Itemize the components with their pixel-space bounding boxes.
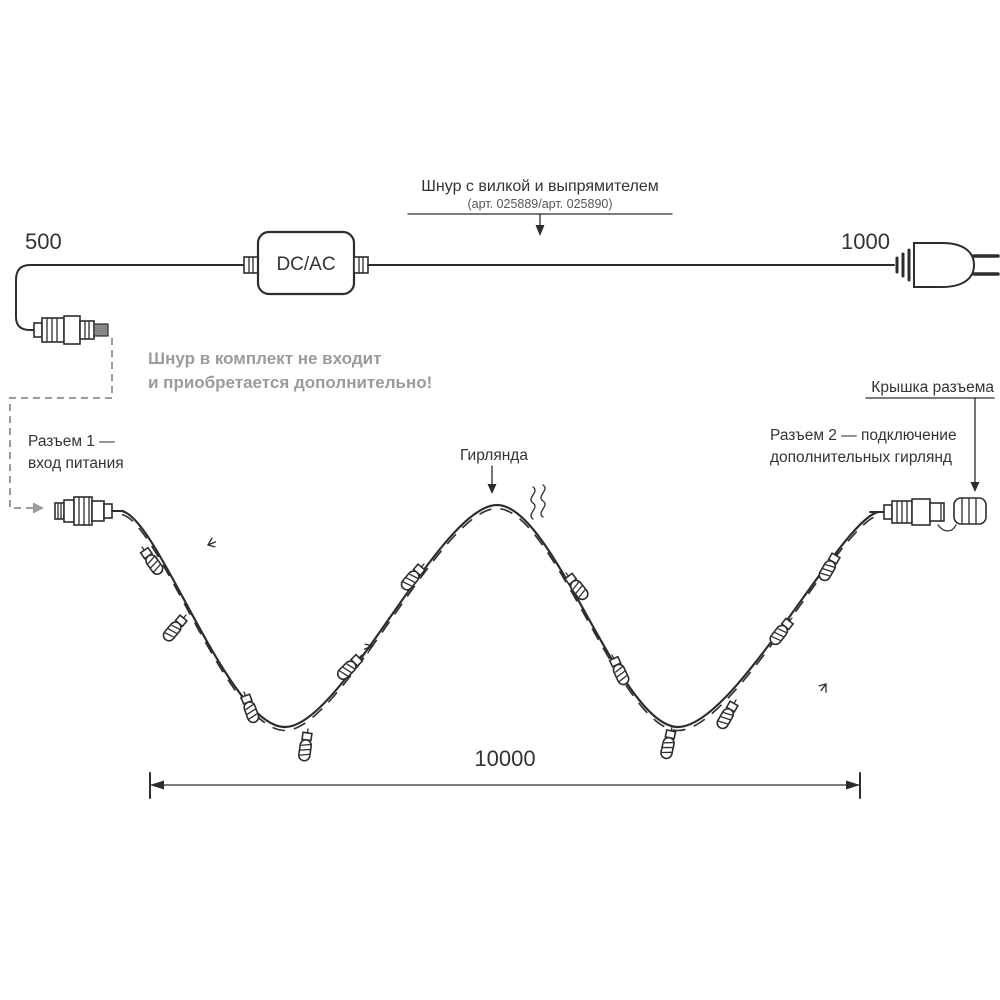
dim-arrowhead-right-icon — [846, 780, 860, 790]
dc-ac-converter: DC/AC — [243, 230, 369, 296]
garland-label: Гирлянда — [460, 447, 528, 464]
dim-left-label: 500 — [25, 229, 62, 254]
dim-right-label: 1000 — [841, 229, 890, 254]
garland-bulbs — [136, 536, 844, 763]
cap-arrowhead-icon — [970, 482, 980, 492]
dashed-arrowhead-icon — [33, 502, 44, 514]
cap-label: Крышка разъема — [871, 379, 994, 396]
connector2-label-line2: дополнительных гирлянд — [770, 449, 952, 466]
cord-title: Шнур с вилкой и выпрямителем — [421, 178, 658, 195]
cord-output-connector — [33, 315, 109, 345]
cap-label-group: Крышка разъема — [865, 379, 995, 492]
cord-article: (арт. 025889/арт. 025890) — [467, 197, 612, 211]
bottom-dimension: 10000 — [149, 746, 861, 799]
connector1-label-line1: Разъем 1 — — [28, 433, 115, 450]
note-line2: и приобретается дополнительно! — [148, 373, 432, 392]
cord-label-arrowhead-icon — [535, 225, 545, 236]
converter-label: DC/AC — [276, 254, 335, 275]
garland-wire — [120, 503, 880, 732]
note-line1: Шнур в комплект не входит — [148, 349, 381, 368]
dim-arrowhead-left-icon — [150, 780, 164, 790]
connector1-label-line2: вход питания — [28, 455, 124, 472]
garland-arrowhead-icon — [487, 484, 497, 494]
wire-break-icon — [530, 484, 546, 520]
mains-plug — [895, 242, 1000, 288]
garland-output-connector — [869, 497, 987, 532]
cord-label-group: Шнур с вилкой и выпрямителем (арт. 02588… — [407, 178, 673, 236]
garland-label-group: Гирлянда — [460, 447, 528, 494]
dim-bottom-label: 10000 — [474, 746, 535, 771]
cord-left-segment — [15, 264, 245, 331]
connector-cap — [953, 497, 987, 525]
garland-input-connector — [54, 496, 124, 526]
connector2-label-line1: Разъем 2 — подключение — [770, 427, 957, 444]
cap-strap — [937, 524, 957, 532]
dashed-connection-path — [9, 338, 113, 514]
